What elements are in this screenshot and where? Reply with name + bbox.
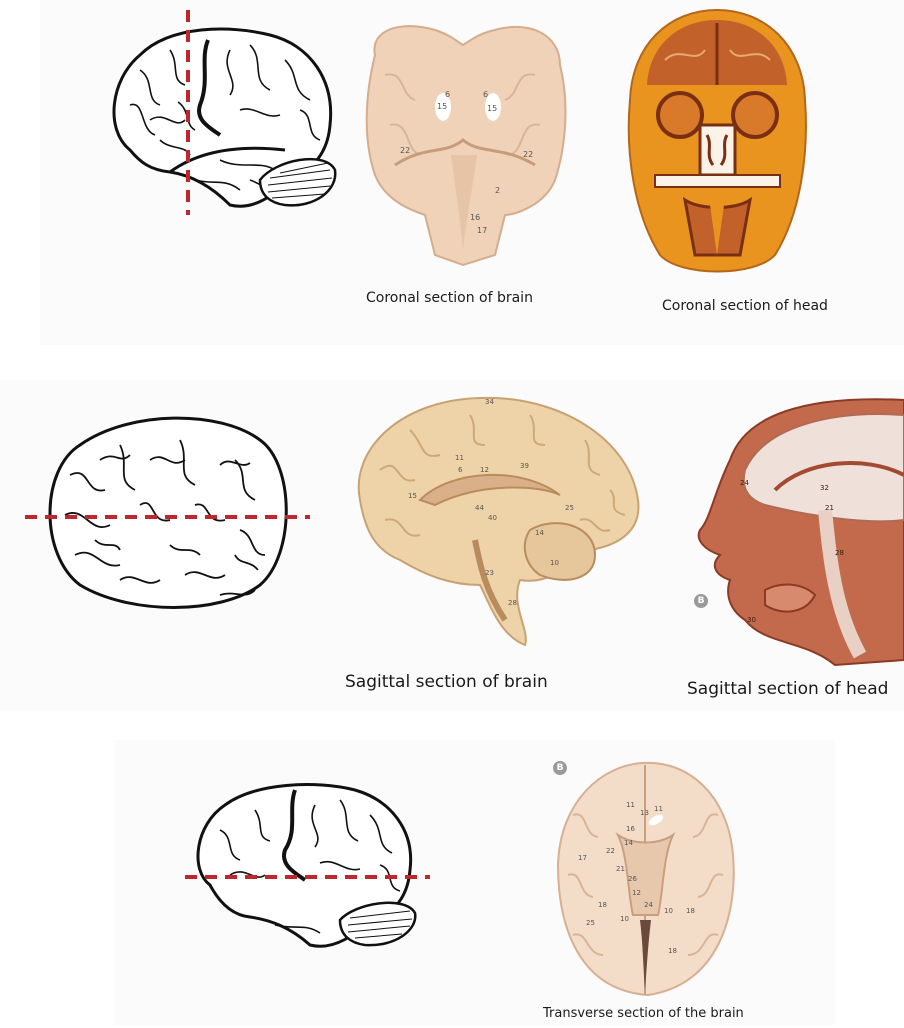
- caption-sagittal-head: Sagittal section of head: [687, 679, 889, 699]
- svg-text:24: 24: [740, 479, 749, 487]
- svg-text:28: 28: [508, 599, 517, 607]
- svg-text:16: 16: [470, 213, 480, 222]
- svg-text:13: 13: [640, 809, 649, 817]
- superior-brain-outline-sagittal-cut: [25, 416, 310, 609]
- svg-text:6: 6: [483, 90, 488, 99]
- svg-text:26: 26: [628, 875, 637, 883]
- coronal-head-slice-photo: [627, 8, 807, 273]
- svg-text:15: 15: [437, 102, 447, 111]
- svg-text:23: 23: [485, 569, 494, 577]
- svg-text:2: 2: [495, 186, 500, 195]
- svg-text:11: 11: [654, 805, 663, 813]
- svg-text:40: 40: [488, 514, 497, 522]
- lateral-brain-outline-coronal-cut: [112, 10, 337, 215]
- svg-text:18: 18: [668, 947, 677, 955]
- svg-text:18: 18: [598, 901, 607, 909]
- sagittal-brain-slice-photo: 34 11 6 12 39 15 44 40 23 10 28 25 14: [357, 396, 640, 647]
- caption-coronal-brain: Coronal section of brain: [366, 290, 533, 306]
- svg-text:10: 10: [664, 907, 673, 915]
- svg-text:14: 14: [535, 529, 544, 537]
- svg-text:17: 17: [578, 854, 587, 862]
- caption-sagittal-brain: Sagittal section of brain: [345, 672, 548, 692]
- svg-text:17: 17: [477, 226, 487, 235]
- svg-text:12: 12: [480, 466, 489, 474]
- svg-text:16: 16: [626, 825, 635, 833]
- badge-b-transverse-brain: B: [553, 761, 567, 775]
- svg-text:28: 28: [835, 549, 844, 557]
- coronal-brain-slice-photo: 15 15 22 22 16 17 2 6 6: [365, 25, 567, 267]
- svg-text:21: 21: [616, 865, 625, 873]
- svg-text:11: 11: [626, 801, 635, 809]
- svg-text:15: 15: [487, 104, 497, 113]
- sagittal-head-slice-photo: 24 32 21 28 30: [697, 398, 904, 667]
- svg-text:10: 10: [550, 559, 559, 567]
- svg-text:25: 25: [565, 504, 574, 512]
- svg-text:15: 15: [408, 492, 417, 500]
- svg-text:6: 6: [445, 90, 450, 99]
- badge-b-sagittal-head: B: [694, 594, 708, 608]
- svg-text:10: 10: [620, 915, 629, 923]
- svg-text:30: 30: [747, 616, 756, 624]
- svg-text:22: 22: [523, 150, 533, 159]
- svg-text:21: 21: [825, 504, 834, 512]
- svg-text:25: 25: [586, 919, 595, 927]
- svg-text:34: 34: [485, 398, 494, 406]
- svg-text:22: 22: [400, 146, 410, 155]
- svg-text:11: 11: [455, 454, 464, 462]
- caption-coronal-head: Coronal section of head: [662, 298, 828, 314]
- svg-text:12: 12: [632, 889, 641, 897]
- lateral-brain-outline-transverse-cut: [185, 783, 430, 948]
- svg-text:32: 32: [820, 484, 829, 492]
- svg-text:24: 24: [644, 901, 653, 909]
- svg-text:18: 18: [686, 907, 695, 915]
- svg-text:22: 22: [606, 847, 615, 855]
- svg-text:6: 6: [458, 466, 463, 474]
- caption-transverse-brain: Transverse section of the brain: [543, 1006, 744, 1021]
- svg-text:14: 14: [624, 839, 633, 847]
- svg-text:39: 39: [520, 462, 529, 470]
- svg-text:44: 44: [475, 504, 484, 512]
